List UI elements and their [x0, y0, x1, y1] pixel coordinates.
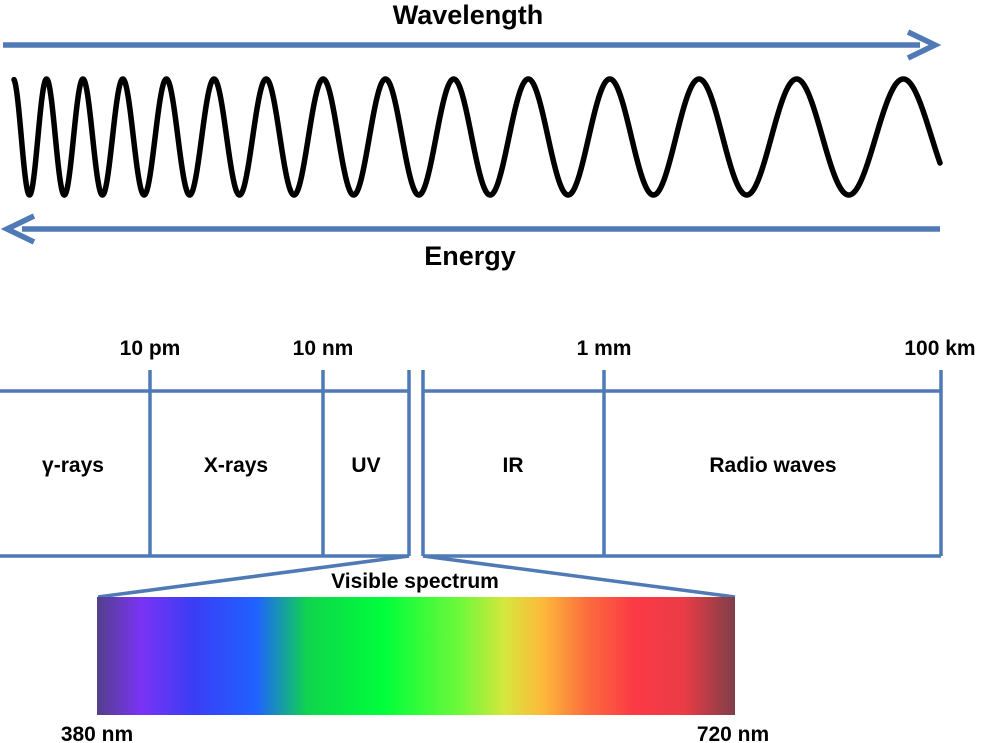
visible-spectrum-bar: [97, 597, 735, 715]
region-ir: IR: [503, 454, 524, 477]
tick-label-1mm: 1 mm: [577, 337, 632, 360]
region-x-rays: X-rays: [204, 454, 268, 477]
tick-label-10pm: 10 pm: [120, 337, 181, 360]
visible-max-label: 720 nm: [697, 723, 769, 743]
region-radio-waves: Radio waves: [709, 454, 836, 477]
tick-label-100km: 100 km: [904, 337, 975, 360]
visible-min-label: 380 nm: [61, 723, 133, 743]
tick-label-10nm: 10 nm: [293, 337, 354, 360]
band-frame: [0, 370, 943, 558]
energy-label: Energy: [424, 241, 516, 271]
visible-spectrum-title: Visible spectrum: [331, 570, 499, 593]
visible-zoom-lines: [97, 554, 736, 599]
energy-arrow: [0, 213, 940, 245]
wavelength-label: Wavelength: [393, 0, 544, 30]
region-gamma-rays: γ-rays: [42, 454, 104, 477]
wave-curve: [11, 76, 943, 198]
wavelength-arrow: [3, 29, 942, 61]
region-uv: UV: [351, 454, 380, 477]
